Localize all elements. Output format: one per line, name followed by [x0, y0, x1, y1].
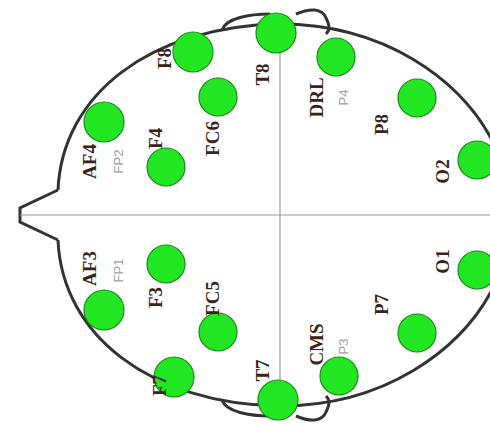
electrode	[458, 251, 490, 289]
electrode	[398, 79, 436, 117]
alt-electrode-name: P3	[338, 338, 351, 354]
alt-electrode-name: P4	[338, 89, 351, 105]
electrode	[84, 102, 124, 142]
midline	[20, 214, 490, 215]
midline	[279, 30, 280, 400]
electrode-name: P8	[372, 113, 391, 134]
electrode-name: P7	[372, 293, 391, 314]
electrode	[256, 13, 296, 53]
electrode	[199, 78, 237, 116]
electrode-name: F3	[146, 286, 165, 307]
electrode-name: CMS	[306, 323, 325, 365]
electrode-name: FC6	[202, 121, 221, 156]
electrode	[147, 148, 185, 186]
electrode	[458, 141, 490, 179]
electrode-name: AF4	[79, 144, 98, 179]
electrode-name: AF3	[79, 251, 98, 286]
electrode-name: F4	[146, 127, 165, 148]
electrode	[317, 38, 355, 76]
electrode-name: T8	[253, 63, 272, 85]
electrode	[199, 313, 237, 351]
alt-electrode-name: FP1	[113, 258, 126, 282]
electrode-name: O2	[433, 159, 452, 183]
electrode	[398, 314, 436, 352]
electrode-name: F8	[155, 47, 174, 68]
electrode-name: DRL	[307, 77, 326, 117]
electrode-name: F7	[150, 374, 169, 395]
electrode	[173, 32, 213, 72]
electrode	[84, 290, 124, 330]
electrode	[147, 245, 185, 283]
electrode	[320, 357, 358, 395]
electrode-name: O1	[433, 249, 452, 273]
electrode	[258, 380, 298, 420]
electrode-name: T7	[253, 359, 272, 381]
alt-electrode-name: FP2	[113, 149, 126, 173]
electrode-name: FC5	[202, 281, 221, 316]
